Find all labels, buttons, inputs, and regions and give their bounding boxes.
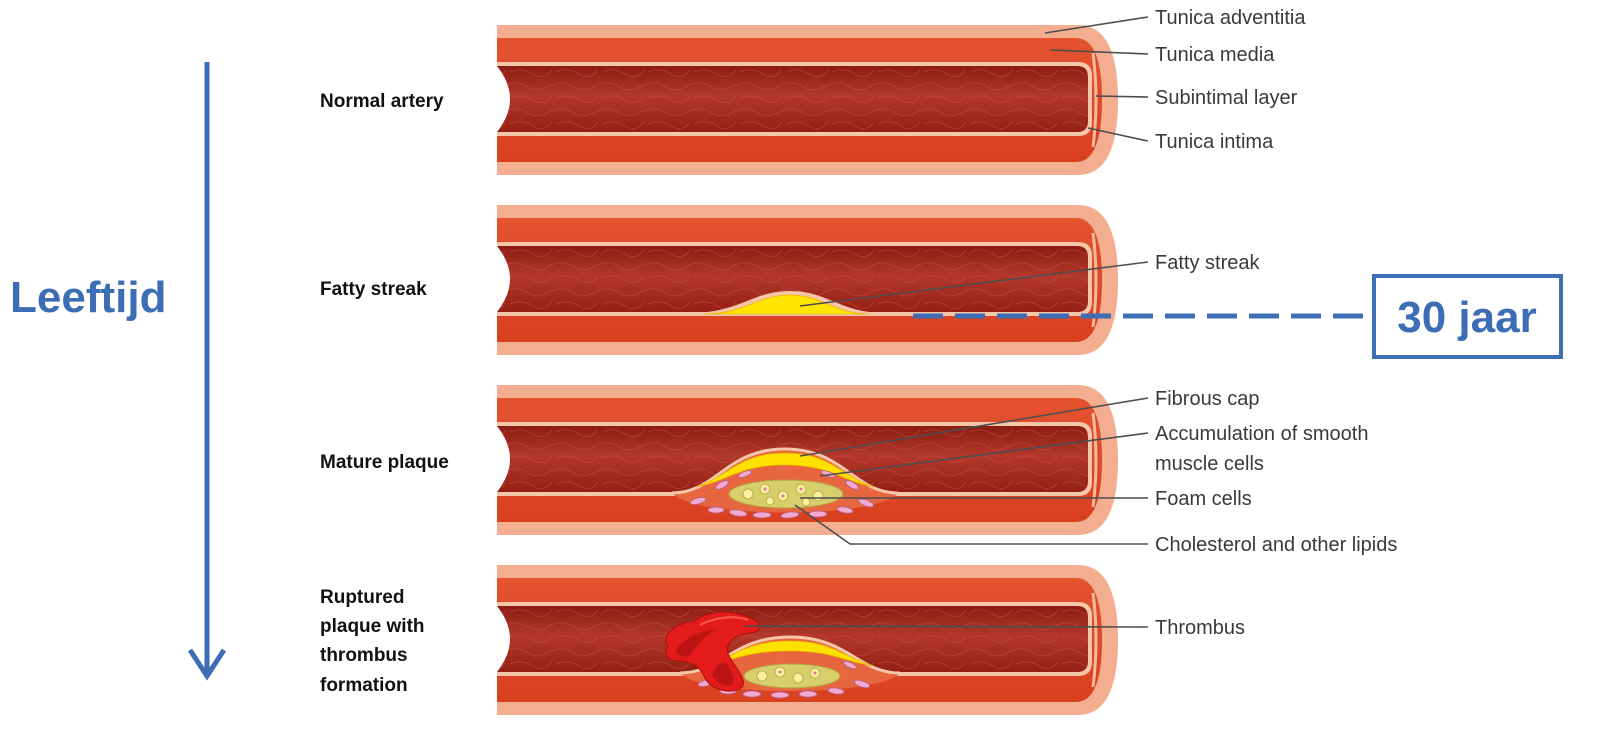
label-tunica-media: Tunica media — [1155, 44, 1275, 66]
leader-subintimal-layer — [1096, 96, 1148, 97]
smooth-muscle-cell — [771, 692, 789, 698]
stage-label-fatty-streak: Fatty streak — [320, 279, 427, 300]
foam-cell-nucleus — [779, 671, 782, 674]
vessel-fatty-streak — [497, 205, 1118, 355]
vessel-mature-plaque — [497, 385, 1118, 535]
label-thrombus: Thrombus — [1155, 617, 1245, 639]
stage-label-ruptured-line-4: formation — [320, 675, 408, 696]
stage-label-ruptured-line-1: Ruptured — [320, 587, 404, 608]
label-foam-cells: Foam cells — [1155, 488, 1252, 510]
foam-cell — [802, 498, 810, 506]
label-tunica-adventitia: Tunica adventitia — [1155, 7, 1306, 29]
label-fatty-streak: Fatty streak — [1155, 252, 1260, 274]
foam-cell-nucleus — [814, 672, 817, 675]
label-fibrous-cap: Fibrous cap — [1155, 388, 1260, 410]
age-axis-label: Leeftijd — [10, 273, 166, 322]
artery-cross-section — [497, 205, 1118, 355]
label-cholesterol: Cholesterol and other lipids — [1155, 534, 1397, 556]
leader-thrombus — [745, 626, 1148, 627]
label-accumulation-line-1: Accumulation of smooth — [1155, 423, 1368, 445]
foam-cell — [743, 489, 753, 499]
smooth-muscle-cell — [799, 691, 817, 697]
smooth-muscle-cell — [753, 512, 771, 518]
vessel-normal-artery — [497, 25, 1118, 175]
smooth-muscle-cell — [743, 691, 761, 697]
label-subintimal-layer: Subintimal layer — [1155, 87, 1298, 109]
artery-cross-section — [497, 25, 1118, 175]
stage-label-mature-plaque: Mature plaque — [320, 452, 449, 473]
stage-label-normal-artery: Normal artery — [320, 91, 444, 112]
age-marker-label: 30 jaar — [1397, 293, 1536, 342]
foam-cell — [766, 497, 774, 505]
foam-cell — [757, 671, 767, 681]
foam-cell-nucleus — [800, 488, 803, 491]
label-accumulation-line-2: muscle cells — [1155, 453, 1264, 475]
foam-cell — [813, 491, 823, 501]
smooth-muscle-cell — [708, 507, 724, 513]
stage-label-ruptured-line-3: thrombus — [320, 645, 408, 666]
foam-cell-nucleus — [764, 488, 767, 491]
label-tunica-intima: Tunica intima — [1155, 131, 1274, 153]
vessel-ruptured-plaque — [497, 565, 1118, 715]
foam-cell — [793, 673, 803, 683]
foam-cell-nucleus — [782, 495, 785, 498]
stage-label-ruptured-line-2: plaque with — [320, 616, 425, 637]
